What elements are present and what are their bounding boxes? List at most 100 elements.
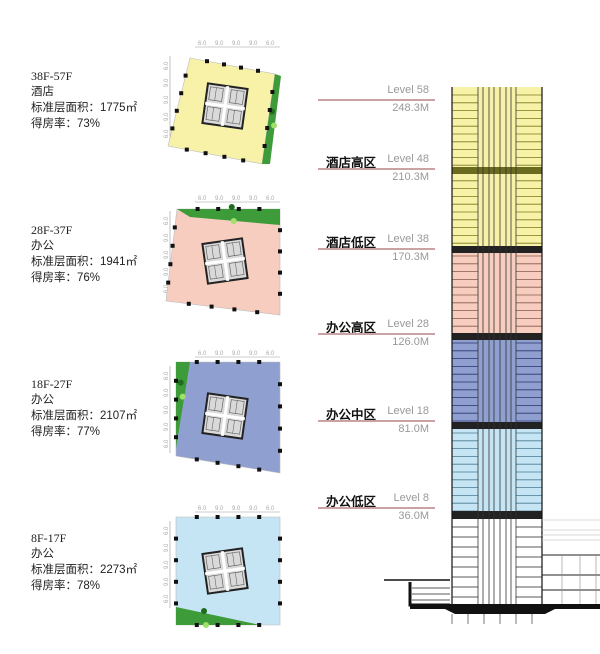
column bbox=[278, 558, 282, 563]
column bbox=[174, 378, 178, 383]
level-number: Level 38 bbox=[387, 233, 429, 245]
column bbox=[278, 228, 282, 233]
landscape-area bbox=[176, 607, 260, 625]
column bbox=[215, 360, 220, 364]
svg-text:9.0: 9.0 bbox=[215, 506, 224, 512]
column bbox=[170, 243, 175, 248]
svg-text:9.0: 9.0 bbox=[232, 351, 241, 357]
level-marker-38: 酒店低区 Level 38 170.3M bbox=[318, 231, 435, 271]
level-line bbox=[318, 99, 435, 101]
level-line bbox=[318, 248, 435, 250]
level-marker-18: 办公中区 Level 18 81.0M bbox=[318, 403, 435, 443]
column bbox=[278, 448, 282, 453]
column bbox=[278, 382, 282, 387]
level-height: 126.0M bbox=[392, 336, 429, 348]
zone-floors: 8F-17F bbox=[31, 531, 67, 545]
svg-text:9.0: 9.0 bbox=[249, 196, 258, 202]
zone-ratio: 得房率：78% bbox=[31, 580, 101, 592]
level-height: 248.3M bbox=[392, 102, 429, 114]
lower-floors bbox=[452, 519, 542, 609]
svg-text:9.0: 9.0 bbox=[164, 112, 170, 121]
column bbox=[215, 623, 220, 627]
svg-text:6.0: 6.0 bbox=[266, 506, 275, 512]
svg-text:9.0: 9.0 bbox=[164, 405, 170, 414]
svg-text:9.0: 9.0 bbox=[232, 506, 241, 512]
svg-text:9.0: 9.0 bbox=[164, 422, 170, 431]
svg-text:6.0: 6.0 bbox=[164, 526, 170, 535]
mechanical-floor bbox=[452, 246, 542, 253]
column bbox=[257, 467, 262, 472]
level-number: Level 28 bbox=[387, 318, 429, 330]
svg-text:9.0: 9.0 bbox=[164, 543, 170, 552]
column bbox=[174, 397, 178, 402]
zone-use: 办公 bbox=[31, 240, 54, 252]
svg-text:6.0: 6.0 bbox=[198, 506, 207, 512]
column bbox=[194, 515, 199, 519]
landscape-area bbox=[262, 74, 281, 164]
level-marker-48: 酒店高区 Level 48 210.3M bbox=[318, 151, 435, 191]
dimension-side: 6.09.09.09.06.0 bbox=[164, 56, 171, 143]
level-number: Level 18 bbox=[387, 405, 429, 417]
column bbox=[257, 207, 262, 211]
zone-use: 酒店 bbox=[31, 86, 54, 98]
zone-info-office-mid: 18F-27F 办公 标准层面积：2107㎡ 得房率：77% bbox=[31, 376, 137, 440]
column bbox=[209, 304, 214, 309]
svg-text:6.0: 6.0 bbox=[164, 594, 170, 603]
column bbox=[222, 154, 227, 159]
level-line bbox=[318, 168, 435, 170]
column bbox=[278, 426, 282, 431]
zone-name: 办公高区 bbox=[326, 321, 377, 335]
zone-ratio: 得房率：76% bbox=[31, 272, 101, 284]
svg-text:6.0: 6.0 bbox=[198, 41, 207, 47]
column bbox=[236, 207, 241, 211]
column bbox=[195, 207, 200, 211]
column bbox=[255, 310, 260, 315]
column bbox=[186, 301, 191, 306]
svg-text:9.0: 9.0 bbox=[232, 196, 241, 202]
column bbox=[166, 280, 171, 285]
dimension-top: 6.0 9.0 9.0 9.0 6.0 bbox=[195, 506, 280, 513]
column bbox=[203, 151, 208, 156]
column bbox=[257, 515, 262, 519]
zone-use: 办公 bbox=[31, 548, 54, 560]
column bbox=[265, 126, 270, 130]
svg-text:9.0: 9.0 bbox=[164, 577, 170, 586]
column bbox=[239, 65, 243, 70]
svg-text:9.0: 9.0 bbox=[215, 41, 224, 47]
zone-use: 办公 bbox=[31, 394, 54, 406]
column bbox=[194, 457, 199, 462]
column bbox=[236, 360, 241, 364]
level-line bbox=[318, 333, 435, 335]
svg-text:9.0: 9.0 bbox=[249, 506, 258, 512]
column bbox=[174, 579, 178, 584]
svg-text:6.0: 6.0 bbox=[164, 284, 170, 293]
svg-text:9.0: 9.0 bbox=[164, 250, 170, 259]
level-number: Level 48 bbox=[387, 153, 429, 165]
column bbox=[168, 262, 173, 267]
column bbox=[215, 515, 220, 519]
section-zone-3 bbox=[452, 425, 542, 513]
column bbox=[278, 579, 282, 584]
svg-text:6.0: 6.0 bbox=[266, 351, 275, 357]
dimension-side: 6.09.09.09.06.0 bbox=[164, 521, 171, 608]
zone-area: 标准层面积：1775㎡ bbox=[31, 102, 138, 114]
column bbox=[278, 404, 282, 409]
svg-text:6.0: 6.0 bbox=[164, 439, 170, 448]
zone-floors: 18F-27F bbox=[31, 377, 73, 391]
zone-ratio: 得房率：73% bbox=[31, 118, 101, 130]
zone-info-office-low: 8F-17F 办公 标准层面积：2273㎡ 得房率：78% bbox=[31, 530, 137, 594]
svg-text:6.0: 6.0 bbox=[198, 196, 207, 202]
core bbox=[201, 547, 249, 595]
svg-text:9.0: 9.0 bbox=[164, 78, 170, 87]
level-height: 210.3M bbox=[392, 171, 429, 183]
svg-text:9.0: 9.0 bbox=[249, 351, 258, 357]
svg-text:6.0: 6.0 bbox=[164, 129, 170, 138]
mechanical-floor bbox=[452, 422, 542, 429]
column bbox=[257, 360, 262, 364]
column bbox=[278, 536, 282, 541]
column bbox=[222, 62, 226, 67]
